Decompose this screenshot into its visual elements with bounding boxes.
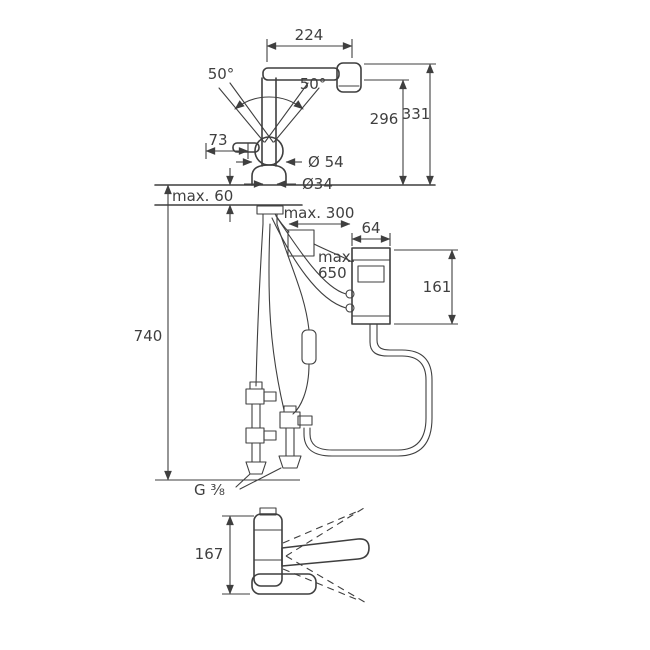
dim-224-label: 224 xyxy=(295,26,324,44)
worktop: max. 60 xyxy=(154,168,436,222)
mixer-joint xyxy=(254,136,284,166)
dim-heights: 296 331 xyxy=(364,63,436,186)
dim-296-label: 296 xyxy=(370,110,399,128)
loop-hose-outer xyxy=(309,323,427,451)
dim-167-label: 167 xyxy=(195,545,224,563)
diameter-callouts: Ø 54 Ø34 xyxy=(236,153,344,193)
plug-box xyxy=(287,229,315,257)
dim-top-width: 224 xyxy=(266,26,353,62)
hose-to-control-2 xyxy=(271,217,347,309)
pullout-hose-upper xyxy=(276,223,310,331)
max-300-label: max. 300 xyxy=(284,204,355,222)
angle-left-label: 50° xyxy=(208,65,235,83)
dia-34-label: Ø34 xyxy=(302,175,333,193)
under-counter: max. 300 max. 650 xyxy=(256,204,355,282)
spray-head-view: 167 xyxy=(195,507,370,605)
dim-install-height: 740 xyxy=(134,184,300,481)
max-650-label-line1: max. xyxy=(318,248,355,266)
angle-right-label: 50° xyxy=(300,75,327,93)
max-650-label-line2: 650 xyxy=(318,264,347,282)
loop-hose-inner xyxy=(303,323,433,457)
faucet-base xyxy=(251,164,287,186)
head-top-nub xyxy=(259,507,277,516)
control-box: 64 161 xyxy=(345,219,458,325)
hoses xyxy=(255,215,433,457)
supply-hose-left xyxy=(255,223,264,387)
angle-valves: G ³⁄₈ xyxy=(194,381,313,499)
max-60-label: max. 60 xyxy=(172,187,233,205)
cable-to-control xyxy=(313,243,353,263)
dia-54-label: Ø 54 xyxy=(308,153,344,171)
mounting-nut xyxy=(256,205,284,215)
head-body xyxy=(253,513,283,587)
thread-nut-left xyxy=(245,461,267,475)
supply-hose-right xyxy=(268,223,285,411)
dim-73-label: 73 xyxy=(208,131,227,149)
head-bracket xyxy=(251,573,317,595)
dim-331-label: 331 xyxy=(402,105,431,123)
spray-arm xyxy=(281,538,370,567)
dim-740-label: 740 xyxy=(134,327,163,345)
dim-lever: 73 xyxy=(205,131,249,159)
dim-64-label: 64 xyxy=(361,219,380,237)
thread-label: G ³⁄₈ xyxy=(194,481,225,499)
swivel-range: 50° 50° xyxy=(208,65,327,143)
hose-to-control-1 xyxy=(275,215,347,295)
hose-weight xyxy=(301,329,317,365)
thread-nut-right xyxy=(278,455,302,469)
dim-161-label: 161 xyxy=(423,278,452,296)
